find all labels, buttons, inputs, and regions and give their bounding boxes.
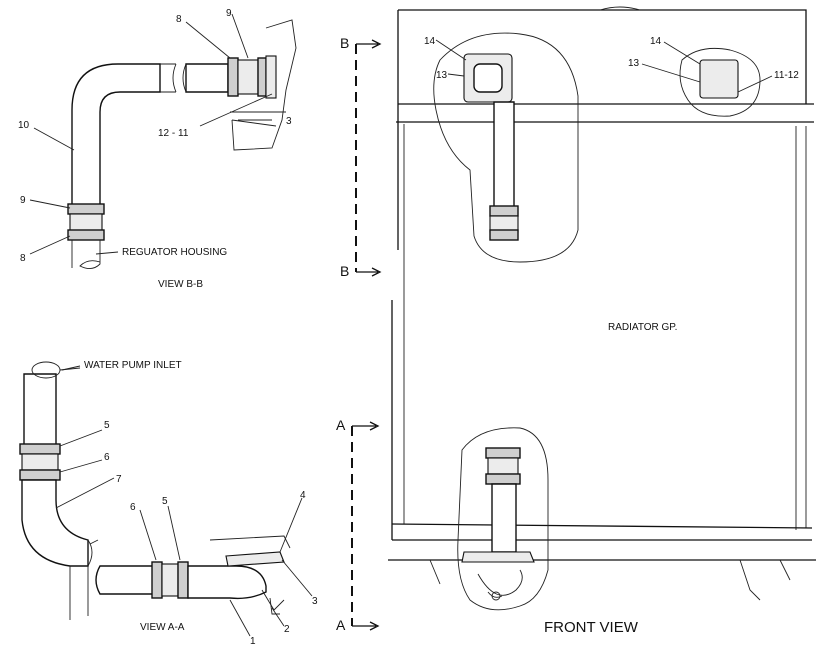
section-b-top: B — [340, 35, 349, 51]
callout-bb-10: 10 — [18, 120, 30, 131]
callout-fv-13-right: 13 — [628, 58, 640, 69]
callout-aa-3: 3 — [312, 596, 318, 607]
flange-right — [699, 59, 739, 99]
upper-right-highlight — [679, 47, 761, 117]
callout-aa-6: 6 — [130, 502, 136, 513]
section-b-bottom: B — [340, 263, 349, 279]
hose-elbow-1 — [187, 565, 267, 600]
coupling-9-top — [237, 59, 259, 95]
callout-aa-1: 1 — [250, 636, 256, 647]
lower-outlet-highlight — [457, 427, 549, 611]
callout-aa-4: 4 — [300, 490, 306, 501]
regulator-housing-outline — [231, 19, 297, 151]
view-bb: 8 9 3 12 - 11 10 9 8 REGUATOR HOUSING VI… — [18, 8, 297, 290]
clamp-5-top — [19, 443, 61, 455]
callout-aa-5-top: 5 — [104, 420, 110, 431]
upper-outlet-highlight — [433, 32, 579, 263]
clamp-5 — [177, 561, 189, 599]
water-pump-inlet-tube — [23, 373, 57, 449]
view-aa-title: VIEW A-A — [140, 622, 185, 633]
callout-bb-3: 3 — [286, 116, 292, 127]
callout-bb-12-11: 12 - 11 — [158, 128, 189, 139]
callout-bb-8-top: 8 — [176, 14, 182, 25]
water-pump-inlet-label: WATER PUMP INLET — [84, 360, 182, 371]
section-a-bottom: A — [336, 617, 346, 633]
callout-bb-8-left: 8 — [20, 253, 26, 264]
upper-tube — [493, 101, 515, 209]
hose-lower — [95, 565, 157, 595]
radiator-tank-lines — [396, 103, 814, 123]
hose-elbow-10 — [71, 63, 161, 209]
outlet-flange — [225, 551, 285, 567]
front-view-title: FRONT VIEW — [544, 619, 639, 636]
radiator-label: RADIATOR GP. — [608, 322, 677, 333]
radiator-base — [388, 539, 816, 561]
clamp-6 — [151, 561, 163, 599]
callout-fv-14-right: 14 — [650, 36, 662, 47]
callout-aa-6-top: 6 — [104, 452, 110, 463]
callout-fv-14-left: 14 — [424, 36, 436, 47]
callout-bb-9-top: 9 — [226, 8, 232, 19]
coupling-6-top — [21, 453, 59, 471]
lower-tube — [491, 483, 517, 553]
front-view: B B A A RADIATOR GP. 14 13 14 13 11-12 — [336, 6, 816, 636]
view-aa: WATER PUMP INLET 5 6 7 6 5 4 3 2 1 VIEW … — [19, 360, 318, 647]
callout-aa-5: 5 — [162, 496, 168, 507]
radiator-top — [398, 9, 807, 104]
hose-elbow-7 — [21, 479, 89, 567]
callout-fv-13-left: 13 — [436, 70, 448, 81]
clamp-8-left — [67, 229, 105, 241]
callout-aa-2: 2 — [284, 624, 290, 635]
callout-aa-7: 7 — [116, 474, 122, 485]
callout-bb-9-left: 9 — [20, 195, 26, 206]
hose-upper — [185, 63, 229, 93]
callout-fv-11-12: 11-12 — [774, 70, 799, 81]
section-a-top: A — [336, 417, 346, 433]
clamp-8-top — [227, 57, 239, 97]
regulator-housing-label: REGUATOR HOUSING — [122, 247, 227, 258]
view-bb-title: VIEW B-B — [158, 279, 203, 290]
